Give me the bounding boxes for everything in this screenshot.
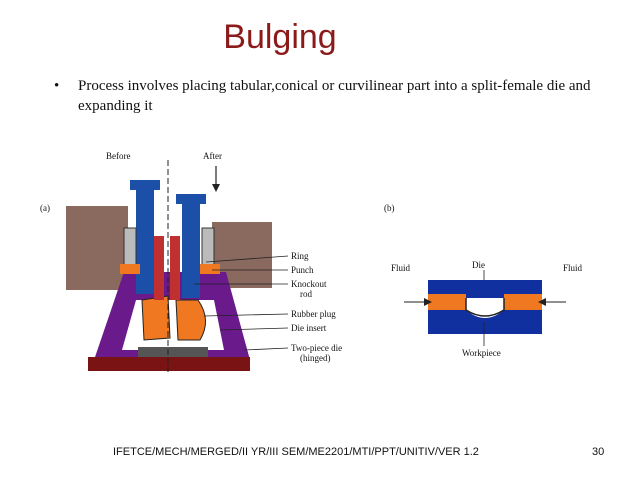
punch-block-right [200, 264, 220, 274]
rubber-plug-before [141, 295, 171, 341]
after-arrow-head [212, 184, 220, 192]
rubber-plug-after [175, 299, 206, 341]
die-insert-cavity [122, 300, 224, 350]
leader-rubber [203, 313, 289, 317]
die-lower [428, 310, 542, 334]
figure-b: (b) Die Fluid Fluid Workpiece [384, 203, 583, 358]
page-number: 30 [592, 446, 605, 458]
leader-die-insert [219, 327, 289, 331]
ring-left [154, 236, 164, 300]
fluid-arrow-right-head [538, 298, 546, 306]
label-two-piece-2: (hinged) [300, 353, 331, 363]
slide-title: Bulging [223, 18, 337, 56]
label-workpiece: Workpiece [462, 348, 501, 358]
spring-left [123, 227, 137, 267]
punch-before-cap [130, 180, 160, 190]
spring-right [201, 227, 215, 267]
bullet-text: Process involves placing tabular,conical… [78, 78, 591, 114]
fluid-tube-right [504, 294, 542, 310]
label-die: Die [472, 260, 485, 270]
figure-a: (a) Before After Ring Punch Knockout rod… [40, 151, 342, 372]
label-fluid-left: Fluid [391, 263, 411, 273]
label-ring: Ring [291, 251, 309, 261]
punch-block-left [120, 264, 140, 274]
punch-after [182, 198, 200, 298]
label-die-insert: Die insert [291, 323, 327, 333]
ring-right [170, 236, 180, 300]
bulging-figure: (a) Before After Ring Punch Knockout rod… [40, 151, 583, 372]
label-a: (a) [40, 203, 50, 213]
label-two-piece-1: Two-piece die [291, 343, 342, 353]
base-plate [88, 357, 250, 371]
label-punch: Punch [291, 265, 314, 275]
label-after: After [203, 151, 222, 161]
die-upper [428, 280, 542, 298]
footer-text: IFETCE/MECH/MERGED/II YR/III SEM/ME2201/… [113, 446, 479, 458]
leader-two-piece [243, 347, 289, 351]
fluid-arrow-left-head [424, 298, 432, 306]
label-fluid-right: Fluid [563, 263, 583, 273]
workpiece-bulge [465, 298, 505, 317]
label-before: Before [106, 151, 131, 161]
punch-before [136, 184, 154, 294]
label-knockout-1: Knockout [291, 279, 327, 289]
label-b: (b) [384, 203, 395, 213]
label-knockout-2: rod [300, 289, 312, 299]
base-shim [138, 347, 208, 357]
fluid-tube-left [428, 294, 466, 310]
left-press-bed [66, 206, 128, 290]
punch-after-cap [176, 194, 206, 204]
bullet-dot-icon: • [54, 78, 60, 94]
label-rubber-plug: Rubber plug [291, 309, 336, 319]
leader-ring [205, 255, 289, 263]
